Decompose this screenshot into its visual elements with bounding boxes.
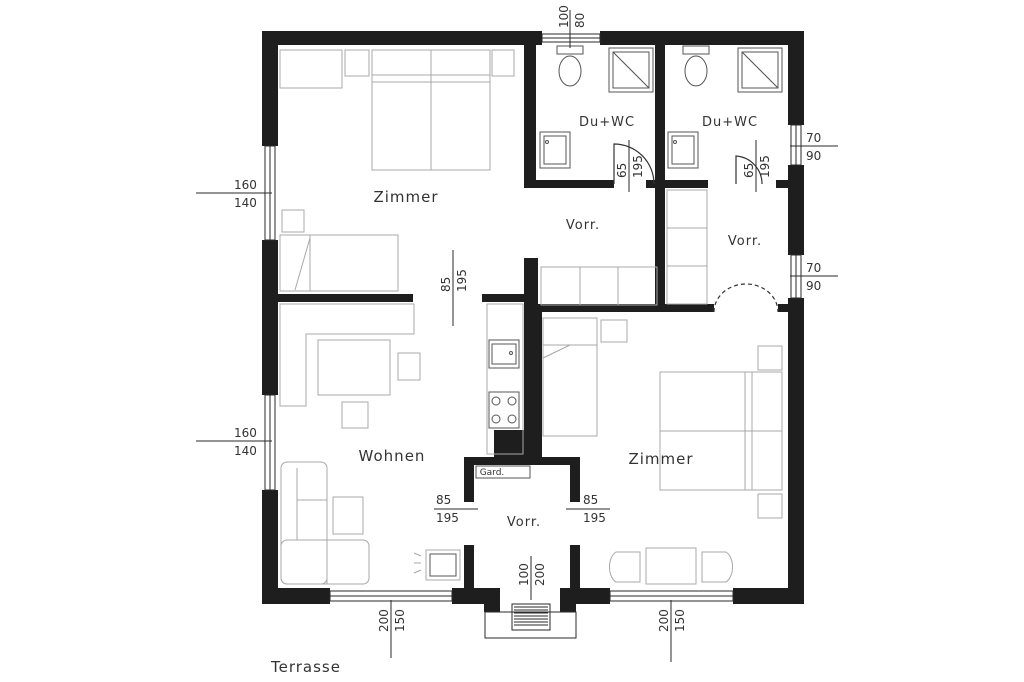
windows [264, 33, 802, 602]
dim-vorr-right-b: 195 [583, 511, 606, 525]
label-garderobe: Gard. [480, 468, 505, 478]
furniture-zimmer-se [542, 317, 783, 585]
label-vorr-center: Vorr. [566, 218, 600, 233]
label-zimmer-se: Zimmer [628, 450, 693, 468]
dim-vorr-left-a: 85 [436, 493, 451, 507]
dim-right-upper-b: 90 [806, 149, 821, 163]
furniture-zimmer-nw [279, 49, 515, 292]
furniture-wohnen [279, 303, 524, 585]
dim-bottom-right-b: 150 [673, 609, 687, 632]
dim-left-upper-b: 140 [234, 196, 257, 210]
dim-right-lower-b: 90 [806, 279, 821, 293]
label-terrasse: Terrasse [270, 658, 341, 676]
label-wohnen: Wohnen [359, 447, 426, 465]
dim-left-upper-a: 160 [234, 178, 257, 192]
dim-door-zimmer-b: 195 [455, 269, 469, 292]
dim-entry-b: 200 [533, 563, 547, 586]
dim-bottom-left-a: 200 [377, 609, 391, 632]
dim-right-lower-a: 70 [806, 261, 821, 275]
dim-top-b: 80 [573, 13, 587, 28]
dim-vorr-right-a: 85 [583, 493, 598, 507]
dim-vorr-left-b: 195 [436, 511, 459, 525]
furniture-vorr [540, 189, 708, 306]
exterior-walls [262, 31, 804, 612]
dimension-labels: 100 80 70 90 70 90 160 140 160 140 85 19… [234, 5, 821, 632]
dim-left-lower-b: 140 [234, 444, 257, 458]
label-bath-2: Du+WC [702, 115, 758, 130]
entry-steps [484, 603, 577, 639]
doors [613, 143, 779, 313]
dim-bottom-left-b: 150 [393, 609, 407, 632]
interior-walls [278, 31, 790, 595]
label-zimmer-nw: Zimmer [373, 188, 438, 206]
dim-top-a: 100 [557, 5, 571, 28]
dim-left-lower-a: 160 [234, 426, 257, 440]
label-vorr-entry: Vorr. [507, 515, 541, 530]
dim-bath1-door-b: 195 [631, 155, 645, 178]
dim-bath2-door-b: 195 [758, 155, 772, 178]
dim-bath2-door-a: 65 [742, 163, 756, 178]
label-bath-1: Du+WC [579, 115, 635, 130]
garderobe [475, 465, 531, 479]
room-labels: Zimmer Zimmer Wohnen Vorr. Vorr. Vorr. D… [270, 115, 762, 676]
dim-door-zimmer-a: 85 [439, 277, 453, 292]
dim-entry-a: 100 [517, 563, 531, 586]
label-vorr-east: Vorr. [728, 234, 762, 249]
dim-right-upper-a: 70 [806, 131, 821, 145]
dimension-lines [196, 10, 838, 662]
dim-bath1-door-a: 65 [615, 163, 629, 178]
dim-bottom-right-a: 200 [657, 609, 671, 632]
